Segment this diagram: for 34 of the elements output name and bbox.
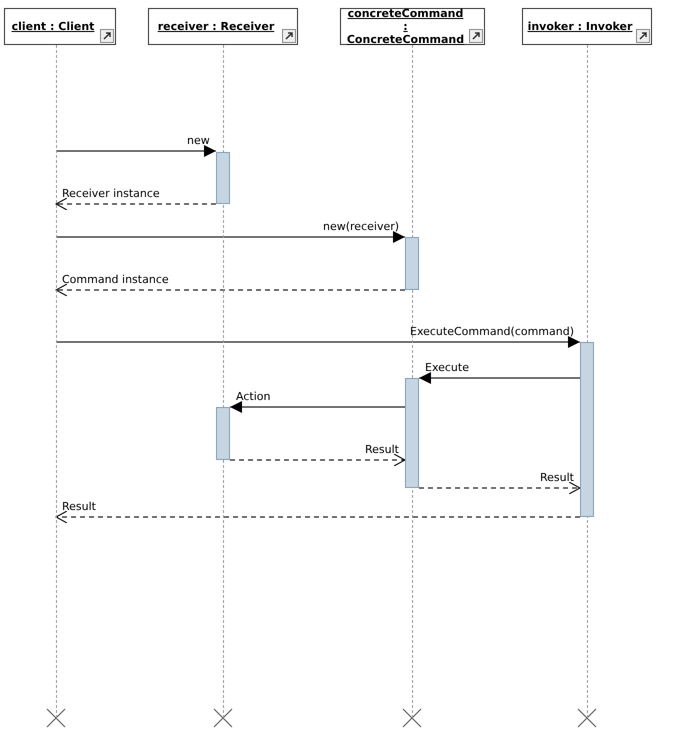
message-arrow — [56, 231, 406, 243]
object-box — [340, 8, 485, 45]
object-name: receiver : Receiver — [158, 20, 274, 33]
activation-bar — [580, 342, 594, 517]
message-arrow — [56, 145, 216, 157]
message-arrow — [418, 372, 580, 384]
message-label: Execute — [425, 361, 469, 374]
object-name: invoker : Invoker — [528, 20, 632, 33]
message-label: ExecuteCommand(command) — [410, 325, 574, 338]
return-arrow — [56, 510, 580, 524]
message-label: Receiver instance — [62, 187, 160, 200]
lifeline — [56, 45, 57, 718]
message-label: new — [187, 134, 210, 147]
object-box — [4, 8, 116, 45]
message-label: new(receiver) — [323, 220, 400, 233]
message-label: Result — [365, 443, 399, 456]
return-arrow — [418, 482, 580, 494]
message-arrow — [230, 401, 406, 413]
activation-bar — [216, 152, 230, 204]
object-name: client : Client — [12, 20, 94, 33]
object-box — [522, 8, 652, 45]
message-label: Result — [62, 500, 96, 513]
return-arrow — [56, 198, 216, 210]
object-name: concreteCommand : ConcreteCommand — [346, 7, 466, 46]
message-label: Command instance — [62, 273, 169, 286]
object-box — [148, 8, 298, 45]
return-arrow — [230, 454, 406, 466]
activation-bar — [216, 407, 230, 460]
message-label: Action — [236, 390, 270, 403]
activation-bar — [405, 378, 419, 488]
message-arrow — [56, 336, 580, 348]
activation-bar — [405, 237, 419, 290]
return-arrow — [56, 284, 406, 296]
message-label: Result — [540, 471, 574, 484]
